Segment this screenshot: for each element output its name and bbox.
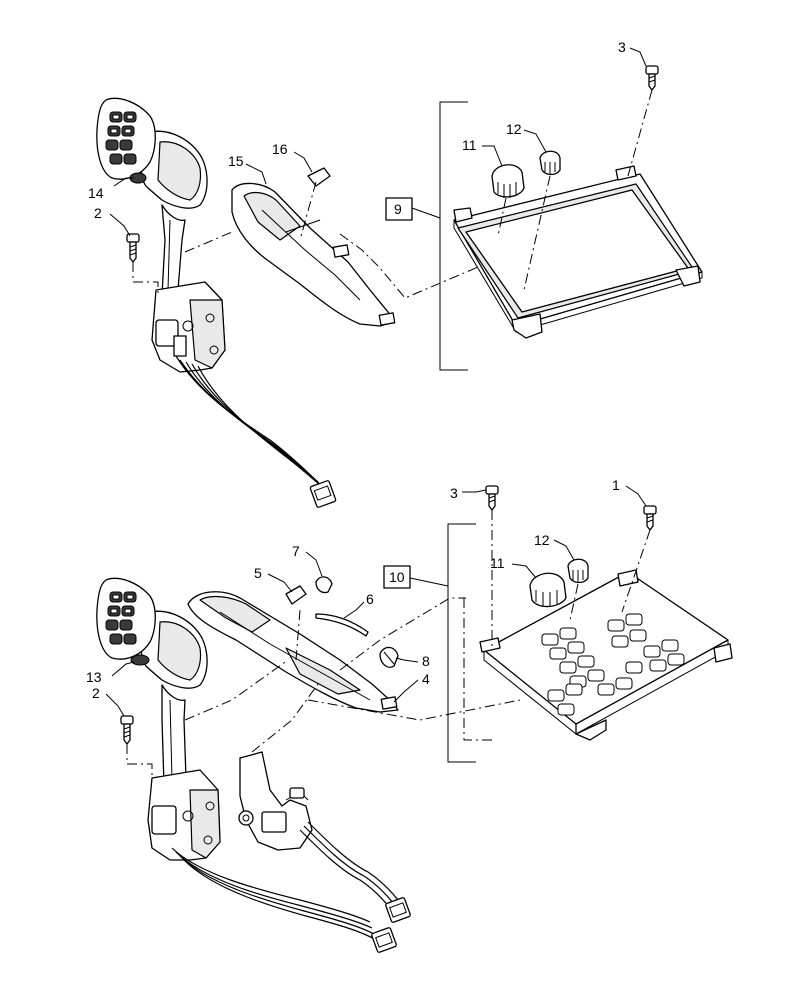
wiring-harness-top bbox=[175, 355, 337, 508]
clip-5 bbox=[285, 585, 307, 605]
joystick-body-top bbox=[151, 204, 226, 373]
knob-8 bbox=[379, 646, 399, 668]
leader-13 bbox=[111, 661, 135, 677]
cap-7 bbox=[315, 576, 333, 594]
bracket-9 bbox=[439, 101, 468, 371]
callout-12-top: 12 bbox=[506, 121, 522, 137]
panel-10 bbox=[479, 569, 733, 741]
callout-14: 14 bbox=[88, 185, 104, 201]
leader-4 bbox=[393, 679, 419, 703]
panel-9 bbox=[453, 165, 703, 339]
callout-1: 1 bbox=[612, 477, 620, 493]
knob-12-top bbox=[523, 150, 561, 291]
callout-8: 8 bbox=[422, 653, 430, 669]
screw-3-bottom bbox=[485, 485, 499, 650]
console-cover-4 bbox=[187, 591, 399, 713]
joystick-handle-top bbox=[96, 97, 208, 209]
dash-link-bottom-2 bbox=[251, 683, 319, 753]
callout-4: 4 bbox=[422, 671, 430, 687]
leader-14 bbox=[113, 177, 134, 187]
callout-6: 6 bbox=[366, 591, 374, 607]
wiring-harness-bottom bbox=[171, 821, 411, 953]
callout-11-top: 11 bbox=[462, 137, 477, 153]
callout-3-top: 3 bbox=[618, 39, 626, 55]
leader-3-bottom bbox=[462, 489, 487, 493]
callout-box-9: 9 bbox=[385, 197, 413, 221]
callout-13: 13 bbox=[86, 669, 102, 685]
callout-15: 15 bbox=[228, 153, 244, 169]
callout-labels: 3 16 15 11 12 14 2 3 1 12 7 11 5 6 8 13 … bbox=[86, 39, 626, 701]
dash-link-bottom-6 bbox=[463, 598, 492, 741]
knob-12-bottom bbox=[567, 558, 589, 621]
callout-2-bottom: 2 bbox=[92, 685, 100, 701]
joystick-body-bottom bbox=[147, 684, 221, 861]
callout-9: 9 bbox=[394, 201, 402, 217]
leader-12-bottom bbox=[553, 539, 575, 561]
screw-3-top bbox=[627, 65, 659, 177]
leader-2-bottom bbox=[105, 693, 125, 717]
screw-2-bottom bbox=[120, 715, 153, 778]
dash-link-bottom-3 bbox=[295, 609, 301, 661]
leader-8 bbox=[395, 657, 419, 663]
dash-link-top-1 bbox=[184, 231, 233, 253]
dash-link-top-2 bbox=[339, 233, 491, 299]
top-assembly bbox=[96, 47, 703, 508]
console-cover-15 bbox=[231, 182, 396, 327]
screw-2-top bbox=[126, 233, 159, 295]
leader-6 bbox=[343, 601, 365, 619]
callout-box-10: 10 bbox=[383, 565, 411, 589]
leader-12-top bbox=[523, 129, 547, 153]
knob-11-top bbox=[491, 164, 525, 237]
callout-12-bottom: 12 bbox=[534, 532, 550, 548]
leader-16 bbox=[293, 151, 313, 173]
joystick-handle-bottom bbox=[96, 577, 208, 689]
strip-6 bbox=[315, 613, 369, 637]
callout-11-bottom: 11 bbox=[490, 555, 505, 571]
callout-7: 7 bbox=[292, 543, 300, 559]
callout-10: 10 bbox=[389, 569, 405, 585]
callout-2-top: 2 bbox=[94, 205, 102, 221]
callout-16: 16 bbox=[272, 141, 288, 157]
leader-1 bbox=[625, 485, 647, 507]
leader-7 bbox=[305, 551, 323, 577]
screw-1 bbox=[621, 505, 657, 613]
dash-link-bottom-5 bbox=[307, 699, 521, 721]
leader-3-top bbox=[629, 47, 647, 67]
leader-2-top bbox=[109, 213, 131, 237]
sensor-bracket bbox=[238, 751, 313, 851]
bracket-10 bbox=[447, 523, 476, 763]
dash-link-bottom-4 bbox=[339, 597, 466, 671]
bracket-9-leader bbox=[411, 207, 441, 219]
clip-16 bbox=[299, 167, 331, 241]
leader-5 bbox=[267, 573, 293, 593]
bottom-assembly bbox=[96, 485, 733, 953]
leader-15 bbox=[245, 163, 267, 185]
callout-5: 5 bbox=[254, 565, 262, 581]
callout-3-bottom: 3 bbox=[450, 485, 458, 501]
leader-11-top bbox=[482, 145, 503, 167]
knob-11-bottom bbox=[529, 572, 567, 608]
leader-11-bottom bbox=[511, 563, 537, 579]
bracket-10-leader bbox=[409, 577, 449, 587]
